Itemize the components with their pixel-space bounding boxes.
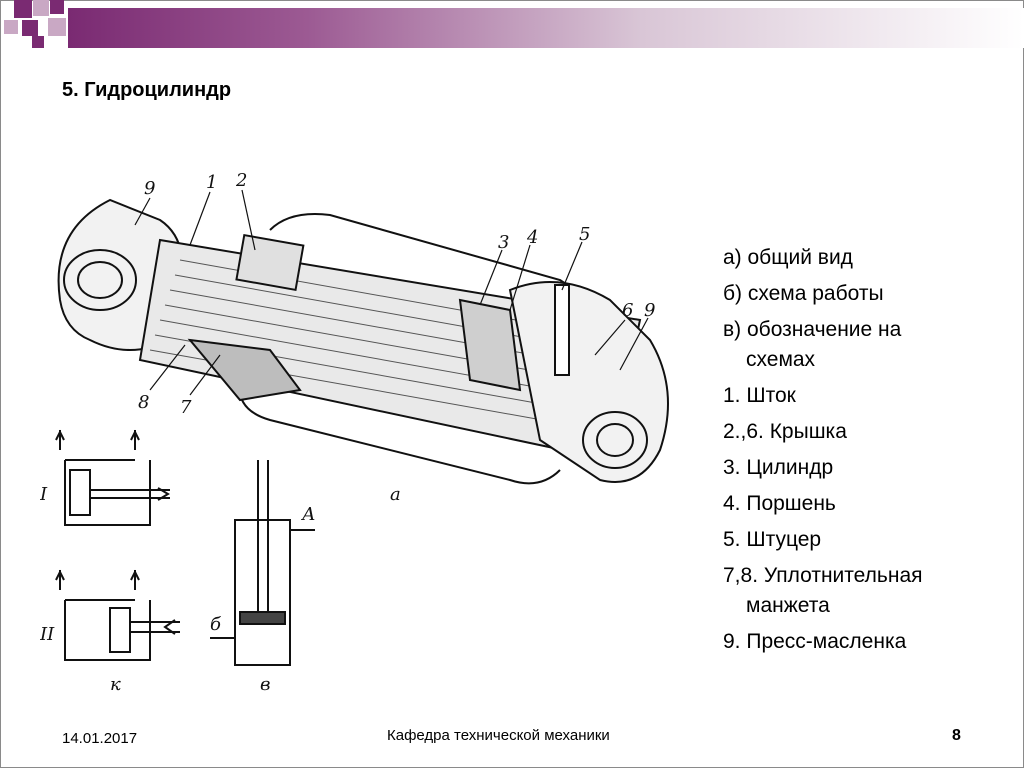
legend-item-v: в) обозначение на схемах bbox=[723, 318, 902, 371]
deco-square bbox=[50, 0, 64, 14]
legend-item-7: 7,8. Уплотнительная манжета bbox=[723, 564, 923, 617]
slide-header-decoration bbox=[0, 0, 1024, 48]
slide-title: 5. Гидроцилиндр bbox=[62, 79, 232, 101]
deco-square bbox=[48, 18, 66, 36]
footer-date: 14.01.2017 bbox=[62, 730, 138, 747]
footer-department: Кафедра технической механики bbox=[387, 727, 610, 744]
legend-item-b: б) схема работы bbox=[723, 282, 884, 305]
deco-square bbox=[33, 0, 49, 16]
deco-square bbox=[14, 0, 32, 18]
scheme-II-label: II bbox=[40, 624, 55, 645]
header-gradient-bar bbox=[68, 8, 1024, 48]
callout-2: 2 bbox=[235, 170, 247, 191]
callout-4: 4 bbox=[526, 227, 538, 248]
hydraulic-cylinder-drawing: 9 1 2 3 4 5 6 9 8 7 а I II к bbox=[40, 170, 669, 695]
callout-1: 1 bbox=[206, 172, 217, 193]
scheme-I-label: I bbox=[40, 484, 48, 505]
callout-8: 8 bbox=[138, 392, 149, 413]
scheme-b-label: б bbox=[210, 614, 222, 635]
legend-item-9: 9. Пресс-масленка bbox=[723, 630, 907, 653]
callout-9: 9 bbox=[144, 178, 155, 199]
legend-item-a: а) общий вид bbox=[723, 246, 853, 269]
legend-item-1: 1. Шток bbox=[723, 384, 796, 407]
legend-item-4: 4. Поршень bbox=[723, 492, 836, 515]
view-label-a: а bbox=[390, 484, 401, 505]
legend-list: а) общий вид б) схема работы в) обозначе… bbox=[723, 240, 1013, 660]
legend-item-5: 5. Штуцер bbox=[723, 528, 822, 551]
scheme-k-label: к bbox=[110, 674, 121, 695]
deco-square bbox=[22, 20, 38, 36]
deco-square bbox=[4, 20, 18, 34]
callout-7: 7 bbox=[180, 397, 192, 418]
callout-3: 3 bbox=[498, 232, 509, 253]
callout-9b: 9 bbox=[644, 300, 655, 321]
legend-item-3: 3. Цилиндр bbox=[723, 456, 834, 479]
legend-item-2: 2.,6. Крышка bbox=[723, 420, 847, 443]
scheme-v-label: в bbox=[260, 674, 270, 695]
page-number: 8 bbox=[952, 727, 961, 744]
callout-5: 5 bbox=[579, 224, 590, 245]
deco-square bbox=[32, 36, 44, 48]
callout-6: 6 bbox=[622, 300, 633, 321]
scheme-A-label: А bbox=[300, 504, 316, 525]
